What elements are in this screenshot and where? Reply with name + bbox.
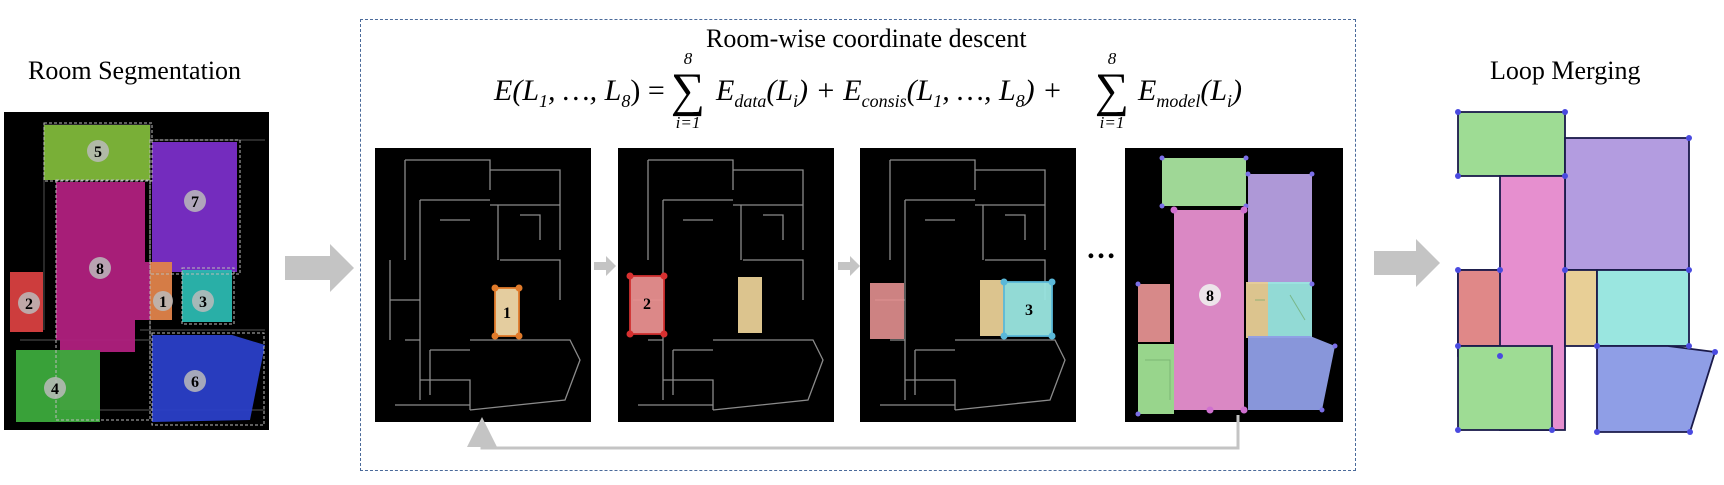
density-wireframe [389, 159, 581, 411]
step3-room-2 [870, 283, 904, 339]
step4-floorplan: 8 [1135, 155, 1338, 417]
seg-label-6: 6 [191, 374, 199, 391]
merged-room-3 [1596, 269, 1690, 347]
step3-floorplan: 3 [870, 278, 1056, 340]
seg-label-3: 3 [199, 294, 207, 311]
room-segmentation-title: Room Segmentation [28, 56, 242, 85]
merged-room-6 [1596, 345, 1717, 433]
step4-room-8 [1174, 210, 1244, 410]
step4-room-1 [1246, 282, 1268, 338]
energy-terms: Edata(Li) + Econsis(L1, …, L8) + [716, 74, 1063, 111]
seg-room-1 [150, 262, 172, 320]
coordinate-descent-frame [360, 19, 1356, 471]
merged-room-2 [1457, 269, 1501, 347]
step4-room-2 [1138, 284, 1170, 342]
seg-label-4: 4 [51, 381, 59, 398]
ellipsis: … [1086, 232, 1117, 265]
segmentation-floorplan: 5 7 8 1 3 2 4 6 [10, 122, 265, 426]
merged-room-4 [1457, 345, 1553, 431]
step4-room-5 [1162, 158, 1246, 206]
step1-floorplan: 1 [491, 284, 523, 340]
sum-symbol-1: 8 ∑ i=1 [670, 49, 706, 132]
seg-label-8: 8 [96, 261, 104, 278]
step2-room-1 [738, 277, 762, 333]
sum-symbol-2: 8 ∑ i=1 [1094, 49, 1130, 132]
step1-room-1 [495, 288, 519, 336]
step4-room-3 [1268, 282, 1312, 338]
step1-panel [375, 148, 591, 422]
step3-label: 3 [1025, 302, 1033, 319]
step3-wireframe [875, 159, 1066, 411]
seg-room-6 [152, 335, 265, 422]
step3-room-1 [980, 280, 1004, 336]
seg-label-2: 2 [25, 296, 33, 313]
step1-label: 1 [503, 305, 511, 322]
loop-back-arrow [467, 415, 1240, 450]
merged-floorplan [1455, 109, 1718, 435]
coordinate-descent-title: Room-wise coordinate descent [706, 24, 1027, 53]
seg-label-5: 5 [94, 144, 102, 161]
merged-room-1 [1564, 269, 1598, 347]
step2-label: 2 [643, 296, 651, 313]
merged-room-7 [1564, 137, 1690, 271]
arrow-step2-3 [838, 256, 860, 276]
step4-room-6 [1248, 336, 1335, 410]
step4-room-4 [1138, 344, 1174, 414]
arrow-to-merging [1374, 239, 1440, 287]
step4-label: 8 [1206, 288, 1214, 305]
step2-room-2 [630, 276, 664, 334]
arrow-step1-2 [594, 256, 616, 276]
model-term: Emodel(Li) [1138, 74, 1243, 111]
arrow-to-descent [285, 244, 354, 292]
seg-label-1: 1 [159, 294, 167, 311]
merged-room-5 [1457, 111, 1566, 177]
loop-merging-title: Loop Merging [1490, 56, 1641, 85]
seg-label-7: 7 [191, 194, 199, 211]
step4-room-7 [1248, 174, 1312, 284]
step3-room-3 [1004, 282, 1052, 336]
step2-floorplan: 2 [626, 272, 762, 338]
energy-equation: E(L1, …, L8) = [494, 74, 665, 111]
